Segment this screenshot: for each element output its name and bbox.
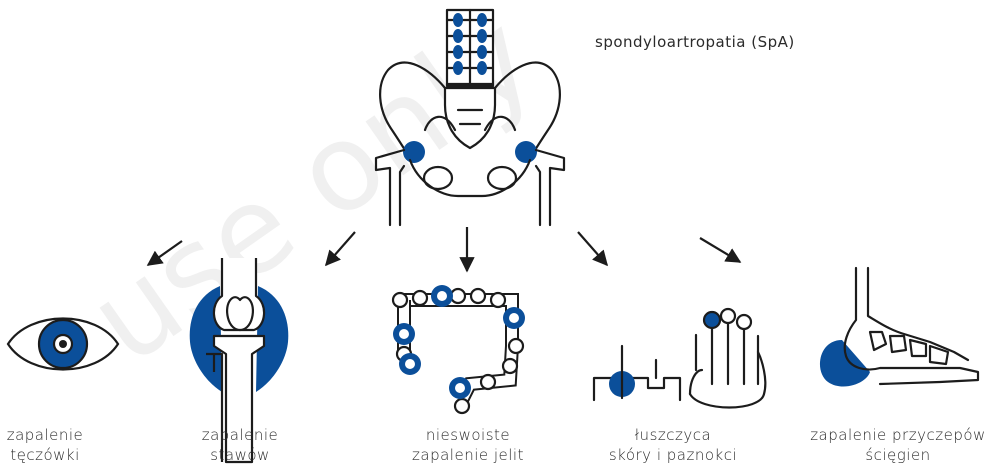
pelvis-spine-icon [376,10,564,225]
label-eye-line1: zapalenie [2,425,88,445]
label-knee-line1: zapalenie [190,425,290,445]
label-intestine-line2: zapalenie jelit [388,445,548,465]
diagram-title: spondyloartropatia (SpA) [595,33,795,51]
arrow-skin [578,232,607,265]
eye-icon [8,319,118,370]
arrow-foot [700,238,740,262]
label-heel-foot-line1: zapalenie przyczepów [795,425,1001,445]
heel-foot-icon [820,268,978,387]
label-skin-nails: łuszczyca skóry i paznokci [578,425,768,465]
label-eye: zapalenie tęczówki [2,425,88,465]
label-knee: zapalenie stawów [190,425,290,465]
label-intestine: nieswoiste zapalenie jelit [388,425,548,465]
label-heel-foot: zapalenie przyczepów ścięgien [795,425,1001,465]
arrow-eye [148,241,182,265]
label-skin-nails-line2: skóry i paznokci [578,445,768,465]
label-heel-foot-line2: ścięgien [795,445,1001,465]
label-intestine-line1: nieswoiste [388,425,548,445]
intestine-icon [393,285,525,413]
label-skin-nails-line1: łuszczyca [578,425,768,445]
skin-nails-icon [594,309,765,408]
label-knee-line2: stawów [190,445,290,465]
arrow-knee [326,232,355,265]
label-eye-line2: tęczówki [2,445,88,465]
